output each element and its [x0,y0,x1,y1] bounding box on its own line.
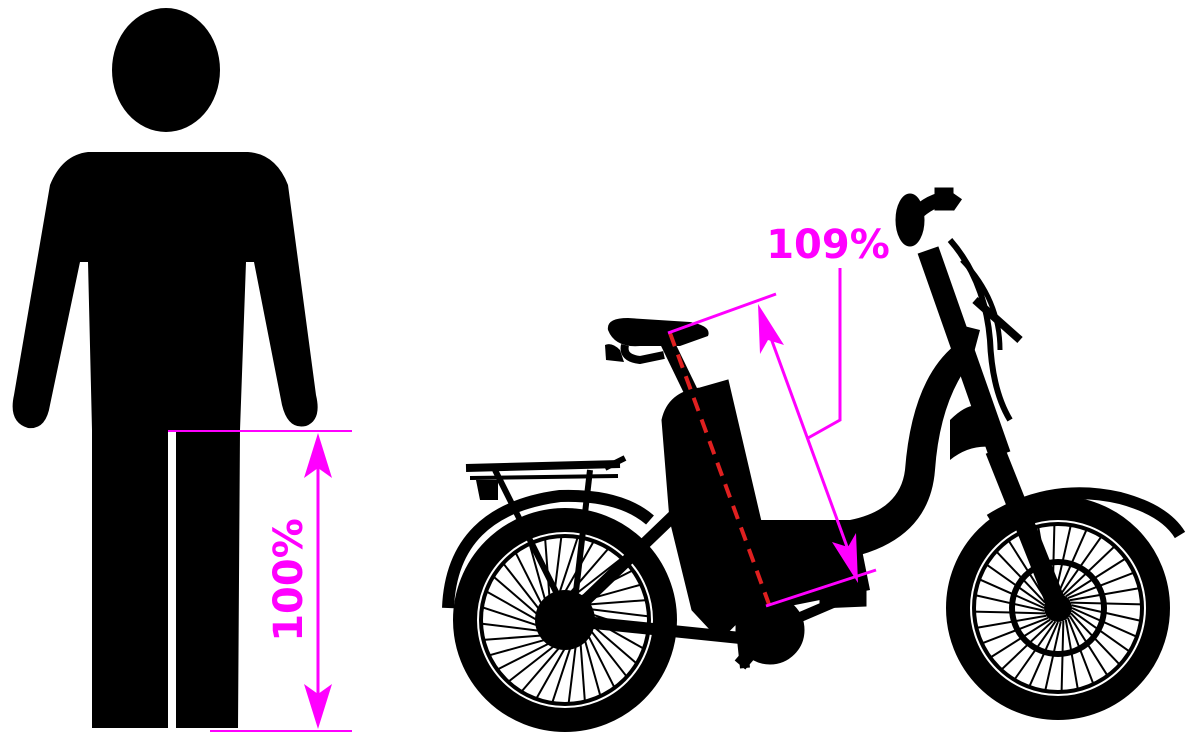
spoke [481,624,539,631]
bike-label-leader [808,268,840,438]
spoke [581,643,585,701]
person-head [112,8,220,132]
spoke [588,600,646,604]
spoke [591,609,649,616]
spoke [585,640,601,696]
spoke [489,640,545,656]
inseam-label: 100% [266,518,312,642]
spoke [483,636,541,640]
bike-arrow-top [758,304,784,354]
spoke [503,563,539,609]
spoke [591,631,627,677]
rear-light [476,480,498,500]
spoke [508,646,554,682]
bike-label: 109% [766,222,890,268]
spoke [569,646,576,704]
